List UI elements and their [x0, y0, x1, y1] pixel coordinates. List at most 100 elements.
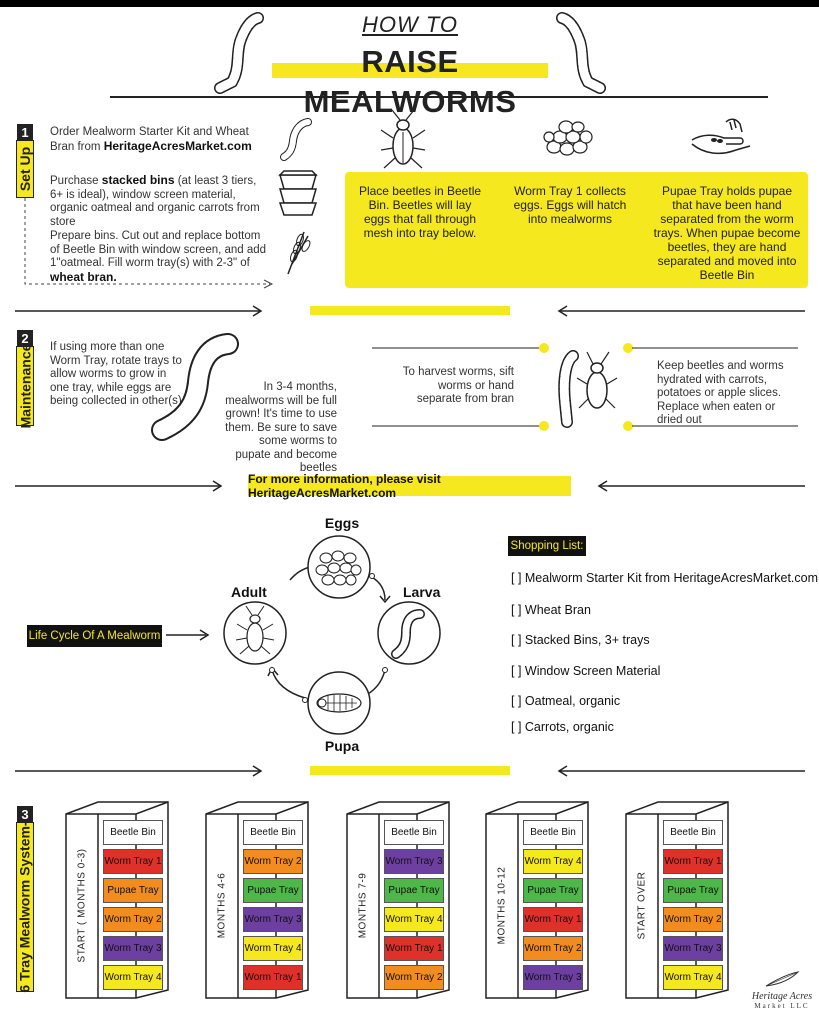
tray-cell: Worm Tray 4: [243, 936, 303, 961]
beetle-bin-tray: Beetle Bin: [663, 820, 723, 845]
beetle-bin-tray: Beetle Bin: [523, 820, 583, 845]
tray-cell: Worm Tray 4: [103, 965, 163, 990]
tray-cell: Worm Tray 2: [523, 936, 583, 961]
maintenance-harvest-text: To harvest worms, sift worms or hand sep…: [402, 366, 514, 405]
setup-step-2: Purchase stacked bins (at least 3 tiers,…: [50, 173, 272, 229]
divider-bar-1: [310, 306, 510, 315]
tray-cell: Worm Tray 4: [384, 907, 444, 932]
feather-logo-icon: [765, 971, 800, 987]
tower-period-text: MONTHS 4-6: [216, 872, 228, 938]
tray-cell: Worm Tray 1: [384, 936, 444, 961]
setup-step-1-text: Order Mealworm Starter Kit and Wheat Bra…: [50, 126, 249, 153]
setup-step-2-pre: Purchase: [50, 175, 99, 187]
shopping-item[interactable]: [ ] Stacked Bins, 3+ trays: [511, 633, 650, 647]
tray-cell: Worm Tray 4: [523, 849, 583, 874]
lifecycle-adult-icon: [223, 601, 287, 665]
maintenance-rotate-text: If using more than one Worm Tray, rotate…: [50, 341, 185, 407]
logo-name: Heritage Acres: [751, 991, 813, 1002]
tray-cell: Worm Tray 2: [243, 849, 303, 874]
beetle-bin-tray: Beetle Bin: [384, 820, 444, 845]
setup-step-3-text: Prepare bins. Cut out and replace bottom…: [50, 230, 267, 269]
shopping-item[interactable]: [ ] Window Screen Material: [511, 664, 661, 678]
shopping-list-title: Shopping List:: [508, 536, 586, 556]
tower-period-label: MONTHS 4-6: [207, 830, 237, 980]
lifecycle-eggs-icon: [307, 535, 371, 599]
shopping-item[interactable]: [ ] Oatmeal, organic: [511, 694, 621, 708]
maintenance-tab: Maintenance: [16, 344, 34, 428]
tower-period-text: START ( MONTHS 0-3): [76, 848, 88, 962]
tower-period-label: MONTHS 7-9: [348, 830, 378, 980]
setup-step-3-bold: wheat bran.: [50, 269, 117, 284]
setup-connector-arrow: [24, 198, 274, 289]
setup-step-3: Prepare bins. Cut out and replace bottom…: [50, 230, 272, 285]
how-to-heading: HOW TO: [361, 12, 459, 37]
divider-arrow-right-2: [15, 480, 223, 492]
divider-arrow-left-3: [557, 765, 805, 777]
shopping-item[interactable]: [ ] Carrots, organic: [511, 720, 614, 734]
tray-cell: Worm Tray 3: [103, 936, 163, 961]
setup-info-box: [345, 172, 808, 288]
divider-arrow-left-2: [597, 480, 805, 492]
tower-period-text: MONTHS 10-12: [496, 866, 508, 944]
worm-and-beetle-icon: [558, 350, 618, 428]
hands-icon: [691, 118, 751, 155]
tower-period-label: START ( MONTHS 0-3): [67, 830, 97, 980]
tray-cell: Pupae Tray: [384, 878, 444, 903]
maintenance-months-text: In 3-4 months, mealworms will be full gr…: [225, 381, 337, 474]
lifecycle-larva-label: Larva: [403, 584, 441, 600]
setup-step-2-post: (at least 3 tiers, 6+ is ideal), window …: [50, 175, 260, 228]
lifecycle-pupa-icon: [307, 671, 371, 735]
tray-cell: Pupae Tray: [663, 878, 723, 903]
lifecycle-pupa-label: Pupa: [324, 738, 360, 754]
tray-cell: Worm Tray 1: [243, 965, 303, 990]
tray-cell: Worm Tray 1: [103, 849, 163, 874]
system-tab-label: 6 Tray Mealworm System-: [17, 821, 33, 993]
mealworm-right-icon: [556, 12, 606, 94]
beetle-bin-tray: Beetle Bin: [243, 820, 303, 845]
lifecycle-arrow: [166, 629, 210, 641]
stacked-bins-icon: [278, 170, 318, 216]
divider-bar-3: [310, 766, 510, 775]
tower-period-text: START OVER: [636, 871, 648, 939]
tray-cell: Worm Tray 1: [523, 907, 583, 932]
divider-arrow-right-1: [15, 305, 263, 317]
maintenance-hydrate-text: Keep beetles and worms hydrated with car…: [657, 360, 784, 426]
logo-sub: Market LLC: [754, 1002, 810, 1010]
tray-cell: Worm Tray 2: [384, 965, 444, 990]
tray-cell: Worm Tray 3: [523, 965, 583, 990]
hydrate-connector: [623, 343, 798, 431]
info-banner[interactable]: For more information, please visit Herit…: [248, 472, 571, 500]
lifecycle-larva-icon: [377, 601, 441, 665]
setup-tab-label: Set Up: [17, 146, 33, 192]
shopping-item[interactable]: [ ] Mealworm Starter Kit from HeritageAc…: [511, 571, 819, 585]
heritage-acres-logo: Heritage Acres Market LLC: [748, 970, 816, 1010]
tray-cell: Worm Tray 2: [663, 907, 723, 932]
eggs-cluster-icon: [543, 120, 593, 156]
setup-step-2-bold: stacked bins: [101, 173, 175, 187]
setup-step-1-link: HeritageAcresMarket.com: [103, 138, 252, 153]
lifecycle-label: Life Cycle Of A Mealworm: [27, 625, 162, 647]
tray-cell: Pupae Tray: [243, 878, 303, 903]
section-number-2: 2: [17, 330, 33, 346]
tray-cell: Worm Tray 2: [103, 907, 163, 932]
tray-cell: Worm Tray 4: [663, 965, 723, 990]
setup-col-worm-tray: Worm Tray 1 collects eggs. Eggs will hat…: [513, 184, 627, 226]
setup-tab: Set Up: [16, 140, 34, 198]
setup-step-1: Order Mealworm Starter Kit and Wheat Bra…: [50, 126, 270, 154]
divider-arrow-left-1: [557, 305, 805, 317]
tray-cell: Worm Tray 1: [663, 849, 723, 874]
shopping-item[interactable]: [ ] Wheat Bran: [511, 603, 591, 617]
tray-cell: Worm Tray 3: [243, 907, 303, 932]
lifecycle-eggs-label: Eggs: [324, 515, 360, 531]
beetle-bin-tray: Beetle Bin: [103, 820, 163, 845]
tower-period-text: MONTHS 7-9: [357, 872, 369, 938]
system-tab: 6 Tray Mealworm System-: [16, 821, 34, 993]
page-title: RAISE MEALWORMS: [272, 42, 548, 119]
tray-cell: Worm Tray 3: [384, 849, 444, 874]
tray-cell: Pupae Tray: [103, 878, 163, 903]
